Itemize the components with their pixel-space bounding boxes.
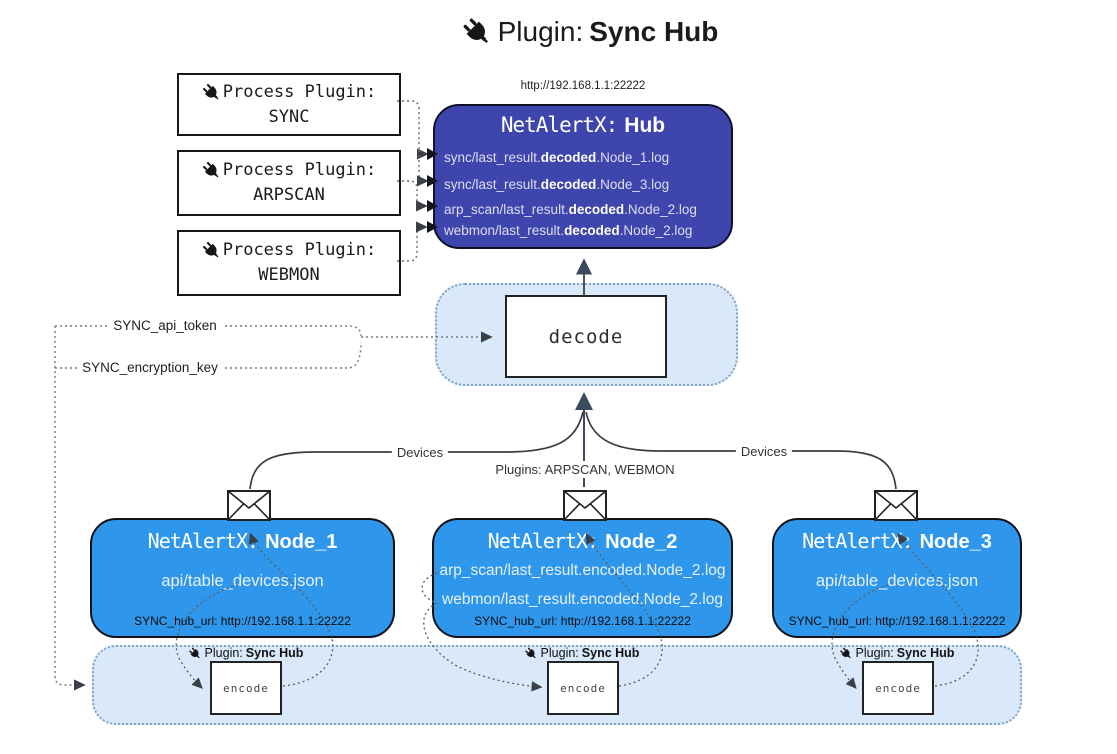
plug-icon: [462, 17, 492, 47]
process-plugin-box-webmon: Process Plugin: WEBMON: [177, 230, 401, 296]
sync-api-token-label: SYNC_api_token: [108, 317, 222, 334]
plug-icon: [202, 241, 221, 260]
hub-title-prefix: NetAlertX:: [500, 113, 618, 137]
decode-box: decode: [505, 295, 667, 378]
sync-encryption-key-label: SYNC_encryption_key: [77, 359, 223, 376]
band-plugin-label-1: Plugin:Sync Hub: [189, 646, 303, 660]
hub-url-label: http://192.168.1.1:22222: [520, 80, 646, 92]
node-hub-url: SYNC_hub_url: http://192.168.1.1:22222: [134, 614, 351, 628]
process-plugin-box-sync: Process Plugin: SYNC: [177, 73, 401, 136]
node-box-1: NetAlertX:Node_1 api/table_devices.json …: [90, 518, 395, 638]
node-file-line: webmon/last_result.encoded.Node_2.log: [442, 591, 723, 608]
process-plugin-name: ARPSCAN: [253, 185, 325, 205]
encode-box-2: encode: [547, 661, 619, 715]
devices-right-label: Devices: [735, 443, 793, 460]
node-file-line: api/table_devices.json: [815, 572, 979, 590]
title-name: Sync Hub: [589, 16, 719, 47]
encode-box-3: encode: [862, 661, 934, 715]
diagram-title: Plugin: Sync Hub: [63, 16, 1117, 48]
node-title: NetAlertX:Node_1: [147, 529, 338, 553]
title-prefix: Plugin:: [497, 16, 584, 47]
node-file-line: api/table_devices.json: [161, 572, 324, 590]
hub-log-line: arp_scan/last_result.decoded.Node_2.log: [444, 202, 697, 217]
envelope-icon: [874, 490, 918, 521]
encode-box-1: encode: [210, 661, 282, 715]
process-plugin-name: SYNC: [268, 106, 310, 127]
hub-box: NetAlertX: Hub sync/last_result.decoded.N…: [433, 104, 733, 249]
process-plugin-label: Process Plugin:: [222, 240, 377, 261]
node-box-2: NetAlertX:Node_2 arp_scan/last_result.en…: [432, 518, 733, 638]
hub-title: NetAlertX: Hub: [435, 113, 731, 138]
envelope-icon: [227, 490, 271, 521]
hub-log-line: sync/last_result.decoded.Node_3.log: [444, 177, 670, 192]
plug-icon: [202, 161, 221, 180]
hub-title-name: Hub: [624, 114, 666, 137]
hub-log-line: sync/last_result.decoded.Node_1.log: [444, 150, 670, 165]
process-plugin-label: Process Plugin:: [222, 160, 377, 181]
plug-icon: [840, 647, 853, 660]
plugins-center-label: Plugins: ARPSCAN, WEBMON: [490, 461, 680, 478]
process-plugin-label: Process Plugin:: [222, 81, 377, 102]
plug-icon: [525, 647, 538, 660]
node-box-3: NetAlertX:Node_3 api/table_devices.json …: [772, 518, 1022, 638]
band-plugin-label-3: Plugin:Sync Hub: [840, 646, 954, 660]
envelope-icon: [563, 490, 607, 521]
node-file-line: arp_scan/last_result.encoded.Node_2.log: [439, 562, 726, 579]
process-plugin-box-arpscan: Process Plugin: ARPSCAN: [177, 150, 401, 216]
node-title: NetAlertX:Node_3: [802, 529, 992, 553]
devices-left-label: Devices: [391, 444, 449, 461]
edge-plugins-to-hub: [397, 100, 429, 262]
plug-icon: [202, 83, 221, 102]
band-plugin-label-2: Plugin:Sync Hub: [525, 646, 639, 660]
plug-icon: [189, 647, 202, 660]
node-title: NetAlertX:Node_2: [487, 529, 678, 553]
process-plugin-name: WEBMON: [258, 265, 320, 285]
node-hub-url: SYNC_hub_url: http://192.168.1.1:22222: [788, 614, 1006, 628]
hub-log-line: webmon/last_result.decoded.Node_2.log: [444, 223, 693, 238]
node-hub-url: SYNC_hub_url: http://192.168.1.1:22222: [474, 614, 691, 628]
